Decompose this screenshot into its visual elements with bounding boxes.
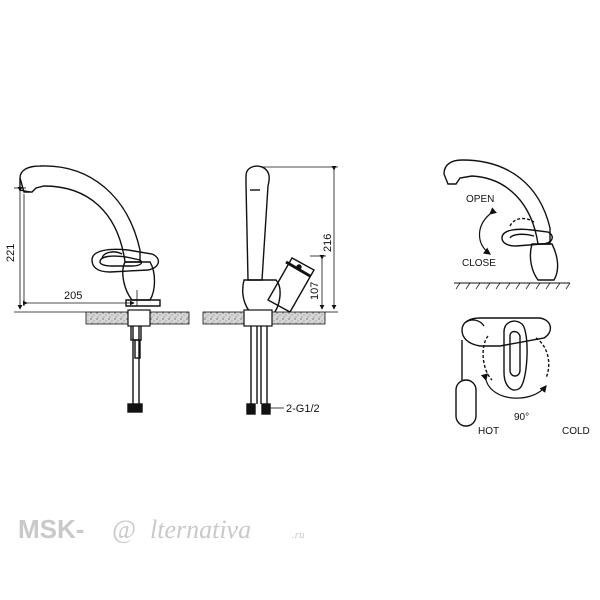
side-spout — [245, 165, 270, 281]
hot-cold-view — [455, 317, 551, 427]
angle-label: 90° — [514, 412, 529, 423]
dimension-221 — [14, 187, 86, 313]
front-lever — [91, 248, 159, 273]
dimension-216 — [262, 166, 338, 313]
watermark: MSK- @ lternativa .ru — [18, 514, 305, 544]
dimension-216-label: 216 — [322, 234, 334, 252]
side-lever — [267, 257, 315, 313]
cold-label: COLD — [562, 426, 590, 437]
rotation-arrow — [480, 373, 547, 399]
open-label: OPEN — [466, 194, 494, 205]
dimension-107 — [310, 255, 326, 310]
open-close-arrow — [478, 207, 497, 255]
watermark-at: @ — [112, 515, 136, 544]
open-close-view — [443, 159, 559, 281]
dimension-205 — [23, 194, 138, 306]
watermark-rest: lternativa — [150, 515, 251, 544]
watermark-suffix: .ru — [292, 529, 305, 541]
dimension-107-label: 107 — [309, 282, 321, 300]
dimension-205-label: 205 — [64, 290, 82, 302]
front-body — [122, 261, 156, 301]
dimension-221-label: 221 — [5, 244, 17, 262]
watermark-prefix: MSK- — [18, 514, 84, 544]
connection-label: 2-G1/2 — [286, 403, 320, 415]
side-view — [242, 165, 315, 415]
front-spout — [19, 165, 141, 263]
close-label: CLOSE — [462, 258, 496, 269]
hot-label: HOT — [478, 426, 499, 437]
front-view — [19, 165, 161, 413]
